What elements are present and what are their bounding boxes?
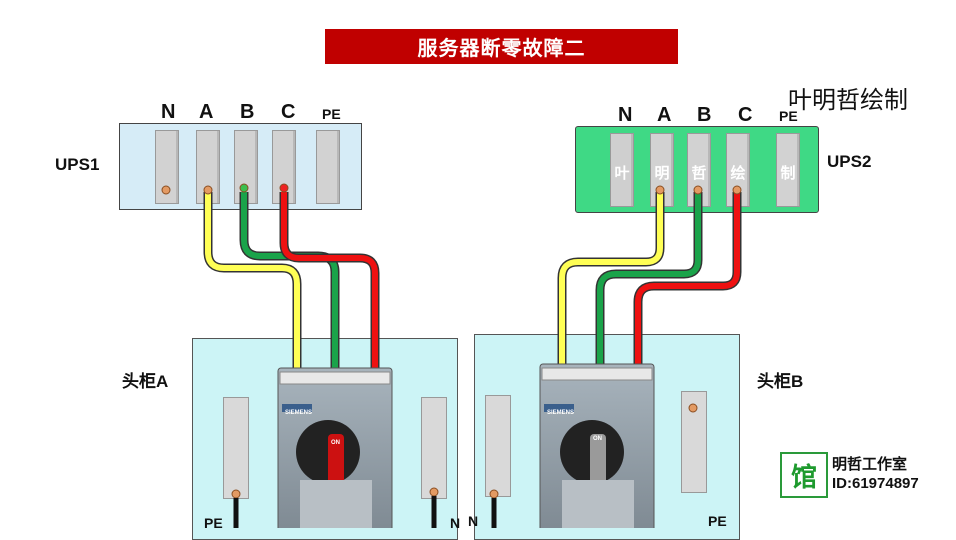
ups1-phase-a: A: [199, 101, 214, 123]
ups2-terminal-char: 绘: [730, 165, 746, 182]
ups2-terminal-char: 明: [654, 165, 670, 182]
ups1-phase-c: C: [281, 101, 296, 123]
wiring-diagram: [161, 183, 742, 528]
ups1-terminal-pe: [316, 130, 340, 204]
ups2-phase-pe: PE: [779, 108, 798, 124]
ups2-terminal-char: 制: [780, 165, 796, 182]
cabinet-a-pe-busbar: [223, 397, 249, 499]
cabinet-a-pe-label: PE: [204, 515, 223, 531]
ups1-phase-n: N: [161, 101, 176, 123]
breaker-a-on-label: ON: [331, 440, 340, 446]
ups1-phase-pe: PE: [322, 106, 341, 122]
ups2-phase-a: A: [657, 104, 672, 126]
cabinet-a-n-label: N: [450, 515, 461, 531]
studio-stamp: 馆: [780, 452, 828, 498]
ups2-phase-c: C: [738, 104, 753, 126]
breaker-a-brand: SIEMENS: [285, 410, 313, 416]
ups1-lugs: [161, 183, 289, 195]
breaker-b: [539, 363, 655, 528]
ups2-terminal-char: 哲: [691, 165, 707, 182]
ups2-terminal-pe: 制: [776, 133, 800, 207]
studio-id: ID:61974897: [832, 475, 919, 492]
ups2-lugs: [655, 185, 742, 195]
ups2-label: UPS2: [827, 152, 872, 171]
cabinet-b-n-label: N: [468, 513, 479, 529]
cabinet-b-label: 头柜B: [757, 372, 804, 391]
author-credit: 叶明哲绘制: [788, 87, 908, 114]
ups2-phase-b: B: [697, 104, 712, 126]
cabinet-b-pe-label: PE: [708, 513, 727, 529]
studio-credit: 明哲工作室 ID:61974897: [832, 455, 919, 493]
ups1-phase-b: B: [240, 101, 255, 123]
cabinet-a-label: 头柜A: [122, 372, 169, 391]
ups2-terminal-n: 叶: [610, 133, 634, 207]
ups2-terminal-char: 叶: [614, 165, 630, 182]
ups2-terminal-a: 明: [650, 133, 674, 207]
studio-name: 明哲工作室: [832, 456, 908, 473]
cabinet-b-n-busbar: [485, 395, 511, 497]
ups1-panel: [119, 123, 362, 210]
breaker-b-brand: SIEMENS: [547, 410, 575, 416]
ups1-label: UPS1: [55, 155, 100, 174]
diagram-title: 服务器断零故障二: [325, 29, 678, 64]
breaker-b-on-label: ON: [593, 436, 602, 442]
breaker-a: [277, 367, 393, 528]
ups2-phase-n: N: [618, 104, 633, 126]
